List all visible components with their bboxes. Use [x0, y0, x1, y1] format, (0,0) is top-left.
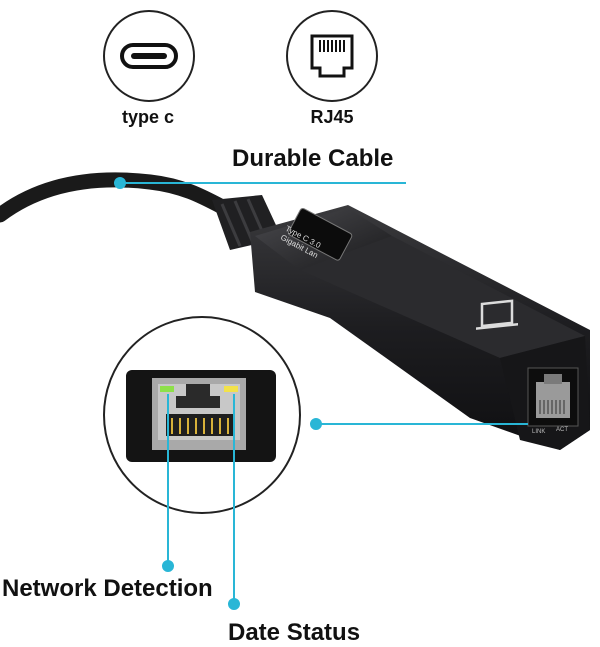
zoom-port [126, 370, 276, 462]
port-label-act: ACT [556, 427, 568, 433]
rj45-icon-circle [286, 10, 378, 102]
callout-durable-cable: Durable Cable [232, 145, 394, 172]
rj45-port-icon [310, 34, 354, 78]
led-yellow [224, 386, 238, 392]
cable [0, 172, 236, 223]
adapter-rj45-port [527, 367, 579, 427]
type-c-icon-circle [103, 10, 195, 102]
callout-network-detection: Network Detection [2, 575, 213, 602]
type-c-label: type c [121, 107, 175, 127]
led-green [160, 386, 174, 392]
network-detection-dot [162, 560, 174, 572]
cable-callout-dot [114, 177, 126, 189]
data-status-dot [228, 598, 240, 610]
port-callout-dot [310, 418, 322, 430]
callout-date-status: Date Status [228, 619, 361, 646]
port-label-link: LINK [532, 429, 546, 435]
usb-c-icon [120, 43, 178, 69]
network-computer-icon [476, 299, 518, 330]
rj45-label: RJ45 [310, 107, 354, 127]
